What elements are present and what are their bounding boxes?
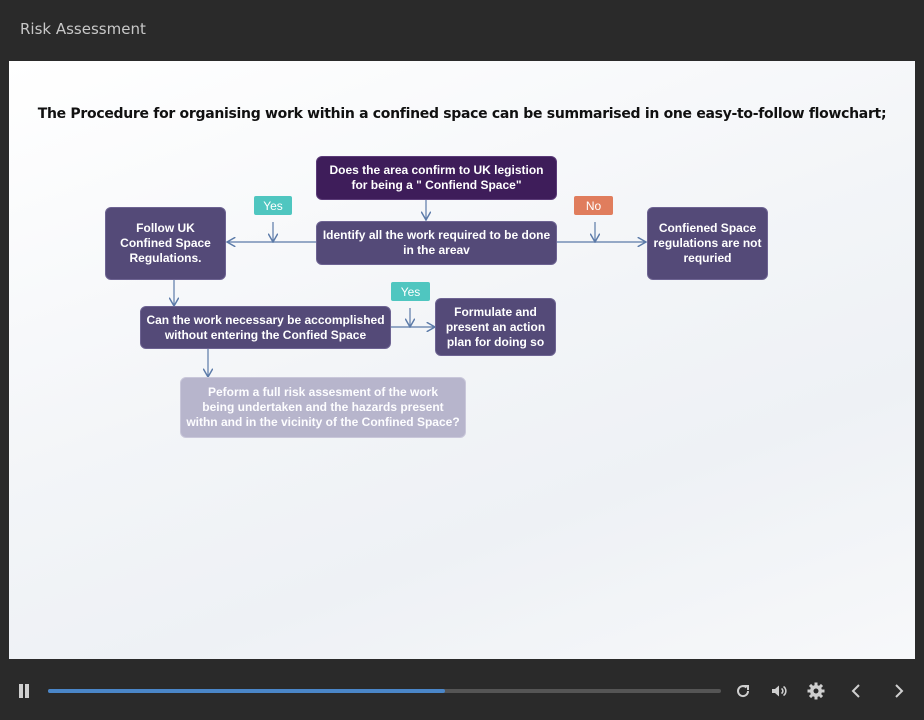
yes-label: Yes — [254, 196, 292, 215]
top-bar: Risk Assessment — [0, 0, 924, 60]
volume-icon — [772, 685, 787, 697]
flow-box-perform-risk-assessment: Peform a full risk assesment of the work… — [180, 377, 466, 438]
settings-button[interactable] — [805, 680, 827, 702]
pause-button[interactable] — [17, 684, 31, 698]
flow-box-can-work: Can the work necessary be accomplished w… — [140, 306, 391, 349]
volume-button[interactable] — [769, 680, 791, 702]
progress-bar[interactable] — [48, 689, 721, 693]
course-title: Risk Assessment — [20, 20, 146, 38]
previous-button[interactable] — [845, 680, 867, 702]
settings-gear-icon — [807, 682, 825, 700]
next-chevron-icon — [895, 684, 904, 698]
flow-box-identify: Identify all the work required to be don… — [316, 221, 557, 265]
yes-label: Yes — [391, 282, 430, 301]
flow-box-not-required: Confiened Space regulations are not requ… — [647, 207, 768, 280]
next-button[interactable] — [888, 680, 910, 702]
flow-box-question: Does the area confirm to UK legistion fo… — [316, 156, 557, 200]
flow-box-follow-regulations: Follow UK Confined Space Regulations. — [105, 207, 226, 280]
slide-content: The Procedure for organising work within… — [9, 61, 915, 659]
no-label: No — [574, 196, 613, 215]
replay-button[interactable] — [732, 680, 754, 702]
pause-icon — [19, 684, 23, 698]
previous-chevron-icon — [851, 684, 860, 698]
flowchart-connectors — [9, 200, 915, 659]
replay-icon — [737, 685, 750, 698]
flow-box-formulate-plan: Formulate and present an action plan for… — [435, 298, 556, 356]
slide-heading: The Procedure for organising work within… — [37, 106, 887, 122]
player-controls — [0, 660, 924, 720]
progress-fill — [48, 689, 446, 693]
